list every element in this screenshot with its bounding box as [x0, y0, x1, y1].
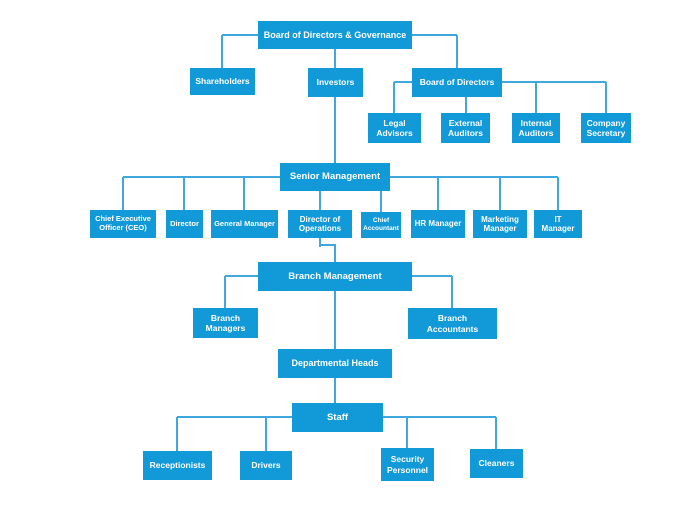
node-chief-accountant: Chief Accountant: [361, 212, 401, 238]
connector-line: [465, 97, 467, 113]
node-ceo: Chief Executive Officer (CEO): [90, 210, 156, 238]
connector-line: [319, 191, 321, 210]
node-legal-advisors: Legal Advisors: [368, 113, 421, 143]
connector-line: [334, 97, 336, 163]
node-drivers: Drivers: [240, 451, 292, 480]
connector-line: [383, 416, 496, 418]
connector-line: [320, 244, 336, 246]
node-hr-manager: HR Manager: [411, 210, 465, 238]
node-marketing-manager: Marketing Manager: [473, 210, 527, 238]
connector-line: [122, 177, 124, 210]
connector-line: [183, 177, 185, 210]
connector-line: [557, 177, 559, 210]
connector-line: [224, 276, 226, 308]
connector-line: [499, 177, 501, 210]
connector-line: [605, 82, 607, 113]
connector-line: [437, 177, 439, 210]
node-branch-accountants: Branch Accountants: [408, 308, 497, 339]
connector-line: [334, 378, 336, 403]
connector-line: [222, 34, 258, 36]
connector-line: [265, 417, 267, 451]
node-staff: Staff: [292, 403, 383, 432]
connector-line: [334, 245, 336, 262]
connector-line: [225, 275, 258, 277]
connector-line: [535, 82, 537, 113]
node-board-directors: Board of Directors: [412, 68, 502, 97]
connector-line: [243, 177, 245, 210]
connector-line: [334, 291, 336, 349]
connector-line: [123, 176, 280, 178]
node-cleaners: Cleaners: [470, 449, 523, 478]
node-director: Director: [166, 210, 203, 238]
node-departmental-heads: Departmental Heads: [278, 349, 392, 378]
connector-line: [412, 275, 452, 277]
connector-line: [393, 82, 395, 113]
connector-line: [406, 417, 408, 448]
connector-line: [319, 238, 321, 247]
node-general-manager: General Manager: [211, 210, 278, 238]
node-branch-management: Branch Management: [258, 262, 412, 291]
node-investors: Investors: [308, 68, 363, 97]
node-company-secretary: Company Secretary: [581, 113, 631, 143]
node-shareholders: Shareholders: [190, 68, 255, 95]
connector-line: [495, 417, 497, 449]
node-director-operations: Director of Operations: [288, 210, 352, 238]
node-it-manager: IT Manager: [534, 210, 582, 238]
node-senior-management: Senior Management: [280, 163, 390, 191]
connector-line: [451, 276, 453, 308]
connector-line: [177, 416, 292, 418]
node-board-governance: Board of Directors & Governance: [258, 21, 412, 49]
connector-line: [380, 191, 382, 212]
connector-line: [502, 81, 606, 83]
node-branch-managers: Branch Managers: [193, 308, 258, 338]
node-receptionists: Receptionists: [143, 451, 212, 480]
connector-line: [221, 35, 223, 68]
connector-line: [176, 417, 178, 451]
connector-line: [390, 176, 558, 178]
node-security-personnel: Security Personnel: [381, 448, 434, 481]
connector-line: [456, 35, 458, 68]
connector-line: [394, 81, 412, 83]
node-internal-auditors: Internal Auditors: [512, 113, 560, 143]
connector-line: [334, 49, 336, 68]
node-external-auditors: External Auditors: [441, 113, 490, 143]
connector-line: [412, 34, 457, 36]
